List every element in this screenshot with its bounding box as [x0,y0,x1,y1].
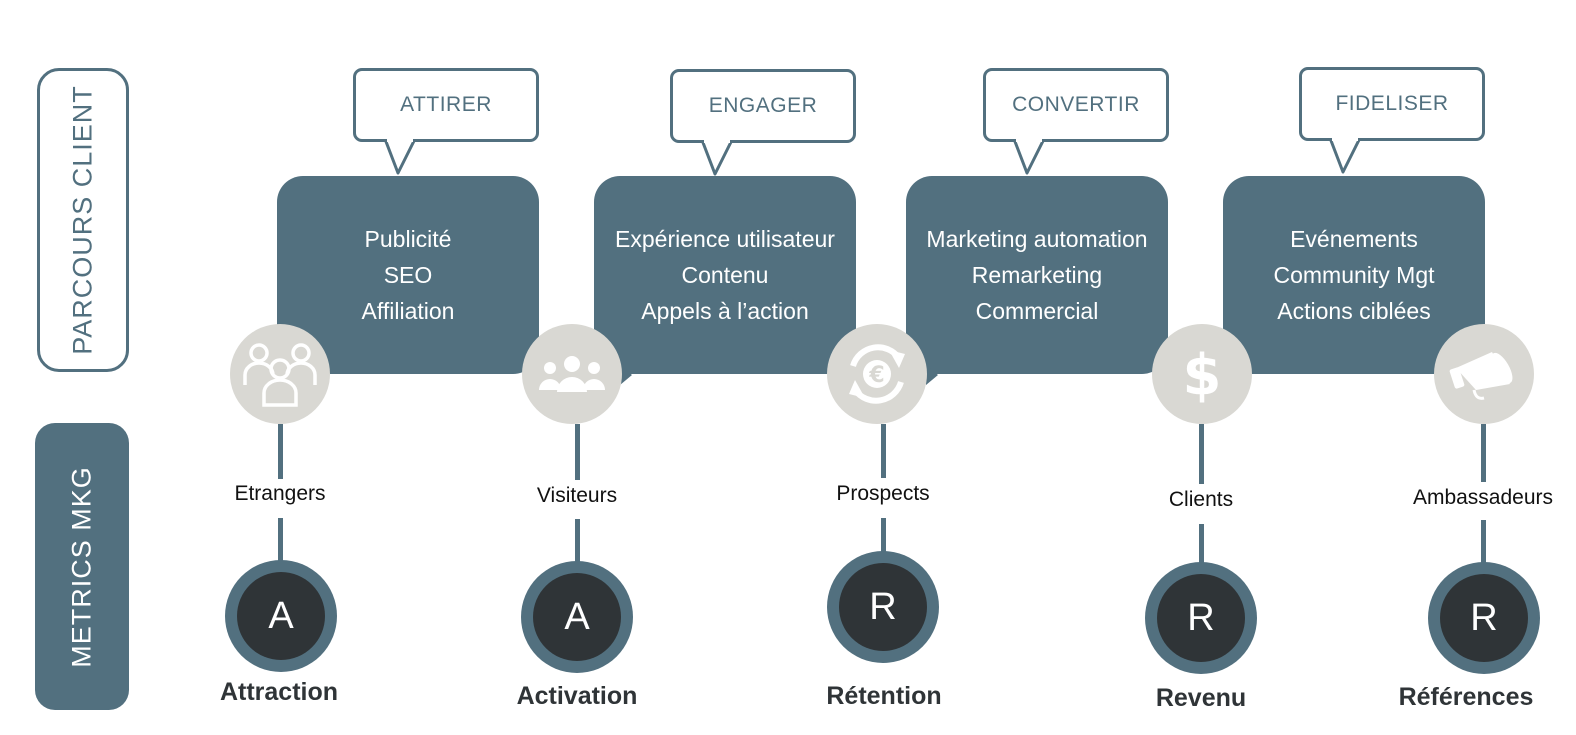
connector-line [575,424,580,480]
callout-label: CONVERTIR [1012,93,1140,116]
funnel-letter-circle: R [827,551,939,663]
megaphone-icon [1434,324,1534,424]
group-icon [230,324,330,424]
funnel-letter: R [1440,574,1528,662]
callout-label: FIDELISER [1335,92,1449,115]
audience-icon [522,324,622,424]
connector-line [1481,520,1486,564]
euro-cycle-icon-glyph: € [849,344,905,404]
journey-side-label-text: PARCOURS CLIENT [67,85,98,355]
stage-line: Commercial [975,298,1099,324]
journey-side-label: PARCOURS CLIENT [37,68,129,372]
stage-box-fideliser [1223,176,1485,374]
persona-label: Visiteurs [536,484,618,507]
connector-line [278,424,283,479]
stage-line: Actions ciblées [1277,298,1431,324]
persona-label: Etrangers [234,482,326,505]
stage-line: Publicité [364,226,452,252]
connector-line [278,518,283,562]
stage-text-attirer: Publicité SEO Affiliation [277,221,539,329]
stage-line: Contenu [681,262,769,288]
callout-tail [383,139,417,175]
pointer-arrow [926,365,938,385]
persona-label: Ambassadeurs [1412,486,1554,509]
audience-icon-glyph [539,356,605,392]
stage-box-engager [594,176,856,374]
stage-line: SEO [383,262,433,288]
stage-line: Community Mgt [1273,262,1435,288]
stage-line: Appels à l’action [641,298,809,324]
metrics-side-label-text: METRICS MKG [66,465,97,668]
metric-name: Rétention [826,682,942,710]
connector-line [1481,424,1486,482]
funnel-letter-circle: A [521,561,633,673]
stage-line: Affiliation [361,298,455,324]
callout-label: ENGAGER [708,94,818,117]
metric-name: Références [1398,683,1534,711]
callout-label: ATTIRER [400,93,492,116]
svg-text:$: $ [1183,344,1222,404]
connector-line [881,424,886,478]
connector-line [575,519,580,563]
stage-text-engager: Expérience utilisateur Contenu Appels à … [594,221,856,329]
metrics-side-label: METRICS MKG [35,423,129,710]
stage-text-fideliser: Evénements Community Mgt Actions ciblées [1223,221,1485,329]
metric-name: Attraction [219,678,339,706]
callout-tail [1012,139,1046,175]
metric-name: Activation [516,682,638,710]
dollar-icon: $ [1152,324,1252,424]
callout-tail [1328,138,1362,174]
funnel-letter: A [237,572,325,660]
stage-box-attirer [277,176,539,374]
dollar-icon-glyph: $ [1183,344,1222,404]
megaphone-icon-glyph [1449,352,1513,400]
connector-line [1199,524,1204,564]
funnel-letter-circle: R [1428,562,1540,674]
callout-engager: ENGAGER [670,69,856,143]
euro-cycle-icon: € [827,324,927,424]
callout-convertir: CONVERTIR [983,68,1169,142]
stage-line: Expérience utilisateur [615,226,835,252]
svg-text:€: € [868,363,884,388]
group-icon-glyph [243,343,317,407]
persona-label: Prospects [836,482,930,505]
stage-line: Remarketing [971,262,1103,288]
funnel-letter-circle: A [225,560,337,672]
metric-name: Revenu [1155,684,1247,712]
connector-line [1199,424,1204,484]
pointer-arrow [620,365,632,385]
connector-line [881,518,886,552]
funnel-letter-circle: R [1145,562,1257,674]
callout-tail [700,140,734,176]
callout-attirer: ATTIRER [353,68,539,142]
stage-line: Evénements [1290,226,1418,252]
stage-line: Marketing automation [926,226,1148,252]
funnel-letter: R [1157,574,1245,662]
funnel-letter: A [533,573,621,661]
callout-fideliser: FIDELISER [1299,67,1485,141]
stage-text-convertir: Marketing automation Remarketing Commerc… [906,221,1168,329]
funnel-letter: R [839,563,927,651]
persona-label: Clients [1168,488,1234,511]
stage-box-convertir [906,176,1168,374]
